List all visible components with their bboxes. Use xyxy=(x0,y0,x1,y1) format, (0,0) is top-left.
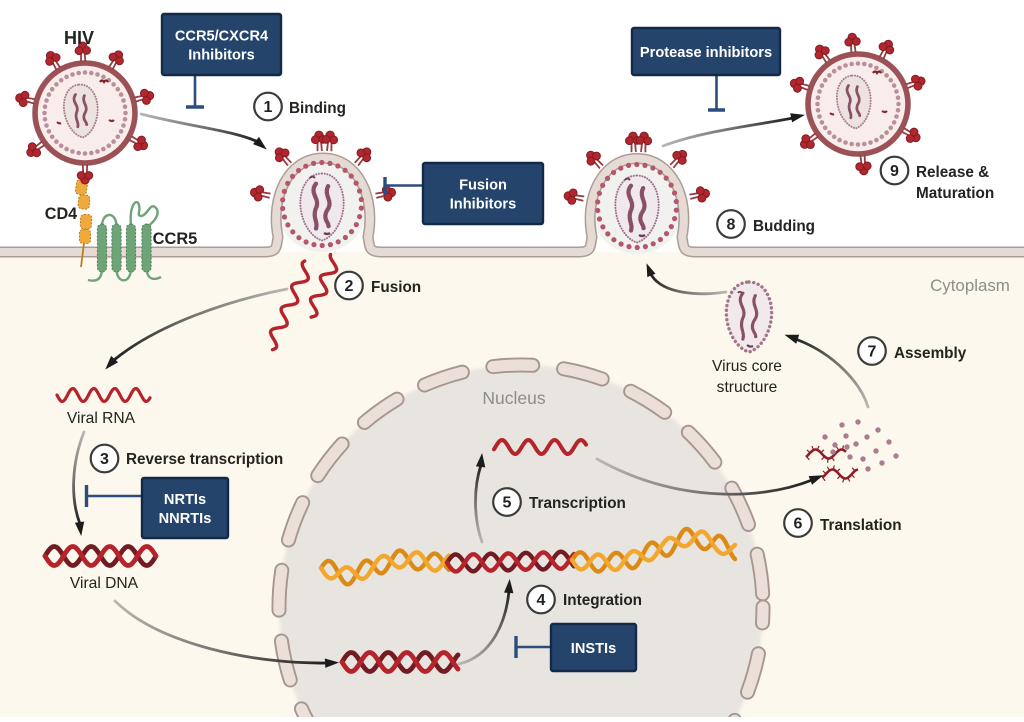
svg-text:Inhibitors: Inhibitors xyxy=(450,196,516,212)
svg-text:NNRTIs: NNRTIs xyxy=(159,511,212,527)
svg-text:Cytoplasm: Cytoplasm xyxy=(930,276,1010,295)
svg-text:1: 1 xyxy=(264,99,273,116)
svg-text:Translation: Translation xyxy=(820,517,902,534)
svg-text:2: 2 xyxy=(345,278,354,295)
svg-text:6: 6 xyxy=(794,516,803,533)
svg-text:structure: structure xyxy=(717,379,778,396)
svg-text:NRTIs: NRTIs xyxy=(164,492,206,508)
svg-text:CD4: CD4 xyxy=(45,205,77,223)
svg-text:Release &: Release & xyxy=(916,164,989,181)
svg-text:Budding: Budding xyxy=(753,218,815,235)
svg-text:Fusion: Fusion xyxy=(459,177,507,193)
svg-text:Transcription: Transcription xyxy=(529,495,626,512)
svg-text:HIV: HIV xyxy=(64,28,94,48)
svg-text:7: 7 xyxy=(868,344,877,361)
svg-text:Reverse transcription: Reverse transcription xyxy=(126,451,283,468)
svg-text:CCR5/CXCR4: CCR5/CXCR4 xyxy=(175,28,269,44)
svg-text:Viral DNA: Viral DNA xyxy=(70,575,139,592)
svg-text:9: 9 xyxy=(890,163,899,180)
svg-text:Assembly: Assembly xyxy=(894,345,967,362)
svg-text:Protease inhibitors: Protease inhibitors xyxy=(640,45,772,61)
svg-text:Inhibitors: Inhibitors xyxy=(188,47,254,63)
svg-text:Nucleus: Nucleus xyxy=(482,388,545,408)
svg-text:5: 5 xyxy=(503,495,512,512)
svg-text:Viral RNA: Viral RNA xyxy=(67,410,136,427)
svg-text:Binding: Binding xyxy=(289,100,346,117)
svg-text:3: 3 xyxy=(100,451,109,468)
svg-text:Integration: Integration xyxy=(563,592,642,609)
svg-text:CCR5: CCR5 xyxy=(153,230,198,248)
svg-text:Maturation: Maturation xyxy=(916,185,994,202)
svg-text:Fusion: Fusion xyxy=(371,279,421,296)
svg-text:4: 4 xyxy=(537,592,546,609)
svg-text:INSTIs: INSTIs xyxy=(571,641,616,657)
svg-text:Virus core: Virus core xyxy=(712,358,782,375)
svg-text:8: 8 xyxy=(727,217,736,234)
